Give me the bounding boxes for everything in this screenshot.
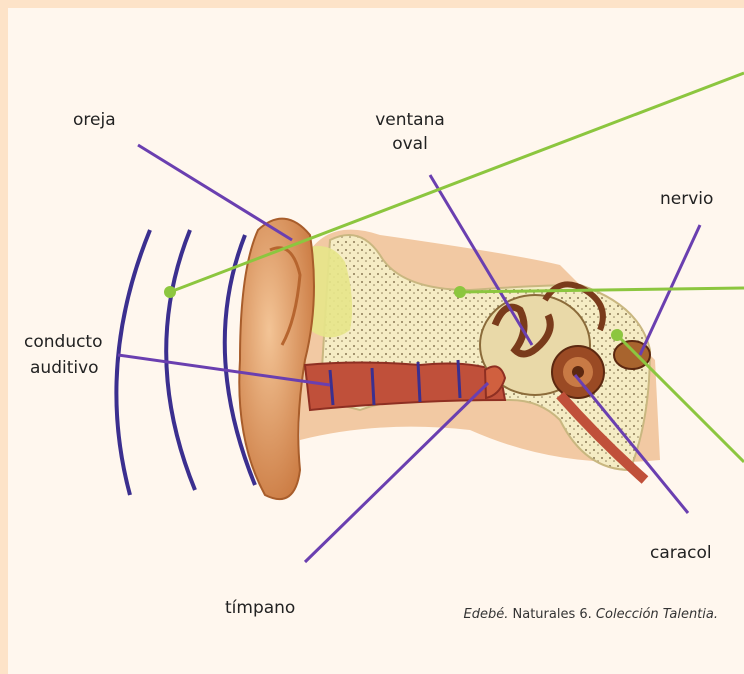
label-nervio: nervio — [660, 187, 713, 211]
credit-publisher: Edebé. — [464, 607, 509, 622]
label-ventana-oval-line1: ventana — [360, 108, 460, 132]
label-conducto-line2: auditivo — [30, 356, 99, 380]
label-oreja: oreja — [73, 108, 116, 132]
label-ventana-oval-line2: oval — [360, 132, 460, 156]
green-dot-outer — [164, 286, 176, 298]
green-dot-inner — [611, 329, 623, 341]
green-dot-middle — [454, 286, 466, 298]
label-caracol: caracol — [650, 541, 712, 565]
sound-wave-1 — [116, 230, 150, 495]
credit-collection: Colección Talentia. — [596, 607, 718, 622]
image-credit: Edebé. Naturales 6. Colección Talentia. — [0, 607, 744, 622]
credit-book: Naturales 6. — [508, 607, 596, 622]
oreja-leader — [138, 145, 292, 240]
label-conducto-line1: conducto — [24, 330, 103, 354]
sound-waves — [116, 230, 255, 495]
sound-wave-2 — [166, 230, 195, 490]
